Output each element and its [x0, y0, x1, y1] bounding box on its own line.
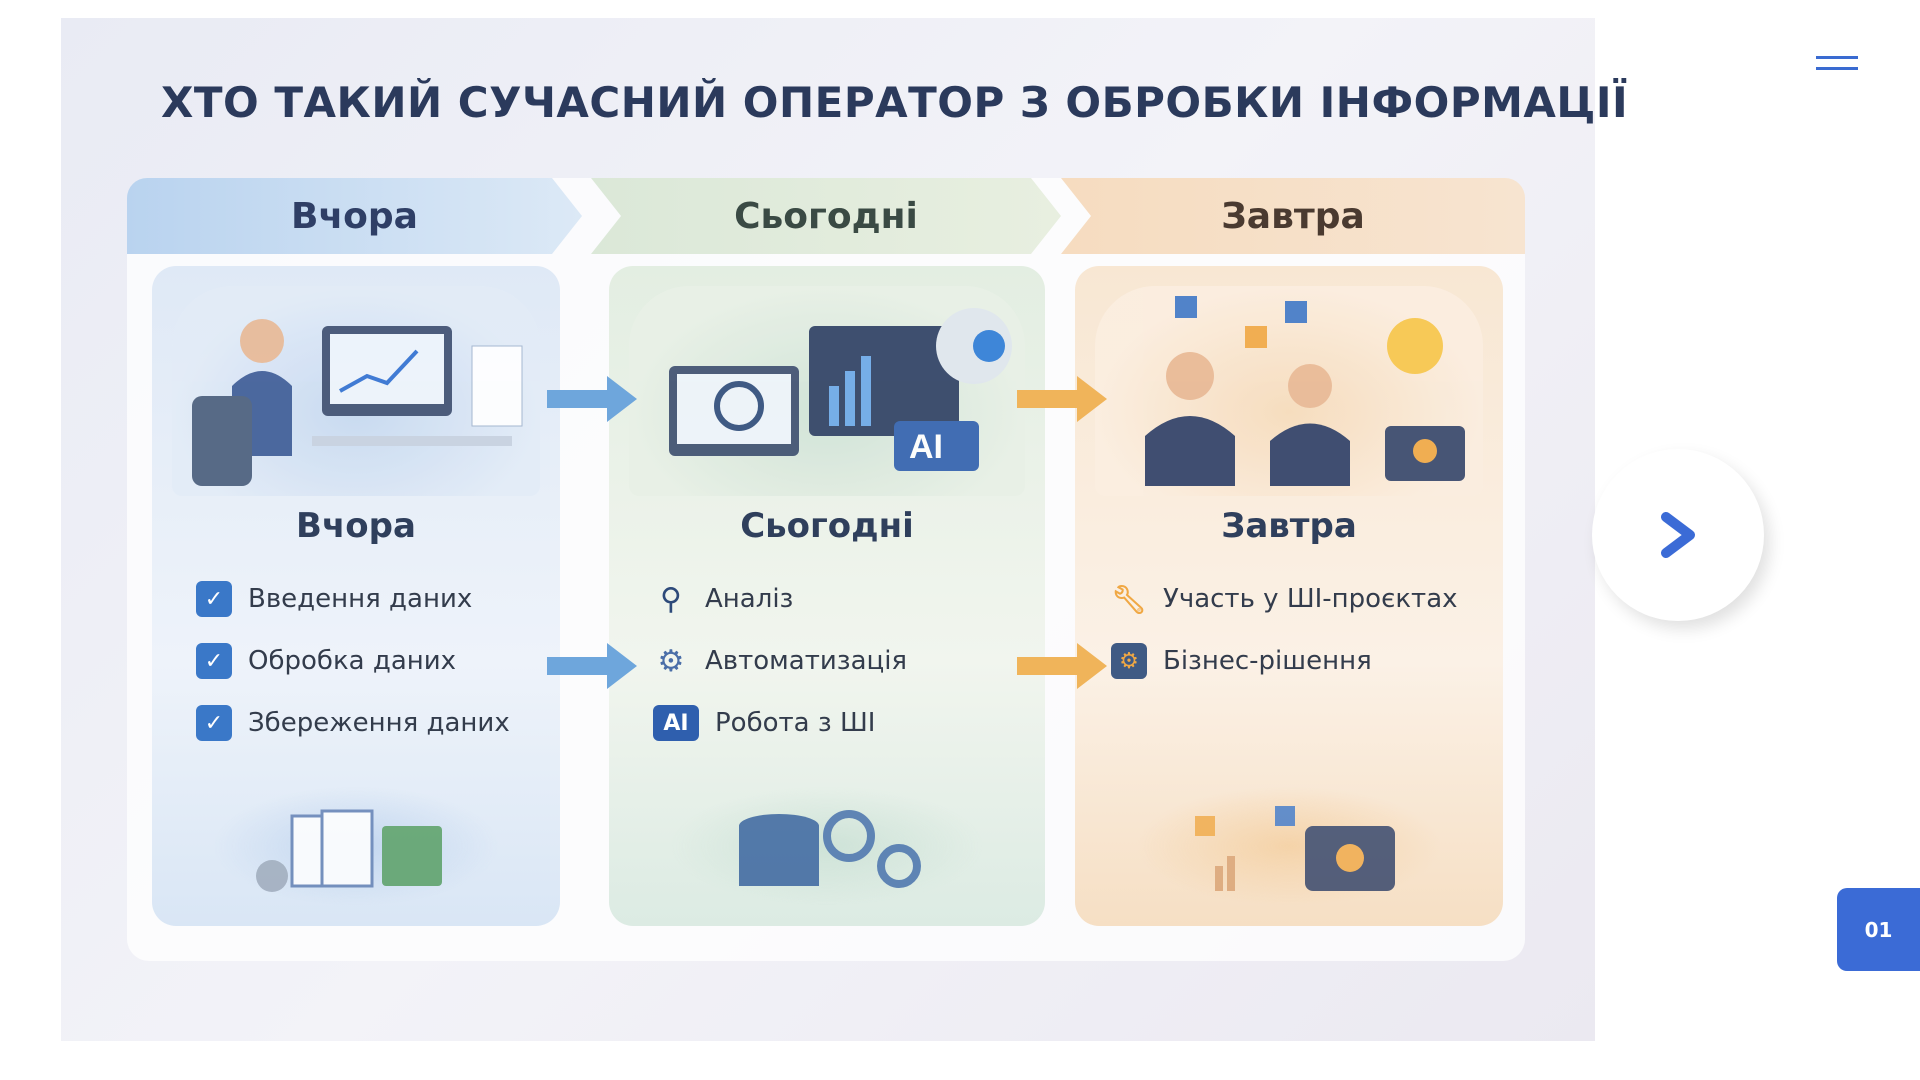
- ai-analytics-illustration: AI: [629, 286, 1025, 496]
- column-yesterday: Вчора Вчора ✓ Введення даних ✓ Обробка дан…: [127, 178, 582, 961]
- column-header: Завтра: [1061, 178, 1525, 254]
- arrow-right-icon: [1017, 643, 1107, 689]
- magnifier-icon: ⚲: [660, 581, 682, 617]
- wrench-icon: 🔧︎: [1111, 582, 1147, 616]
- arrow-right-icon: [1017, 376, 1107, 422]
- item-label: Участь у ШІ-проєктах: [1163, 584, 1458, 614]
- briefcase-gears-icon: ⚙: [1111, 643, 1147, 679]
- menu-button[interactable]: [1816, 56, 1858, 70]
- computer-icon: [192, 319, 523, 486]
- item-label: Збереження даних: [248, 708, 510, 738]
- business-team-illustration: [1095, 286, 1483, 496]
- list-item: AI Робота з ШІ: [653, 705, 875, 741]
- svg-text:AI: AI: [909, 428, 943, 466]
- business-chart-illustration: [1135, 786, 1443, 906]
- checkbox-icon: ✓: [196, 705, 232, 741]
- documents-folder-illustration: [212, 786, 500, 906]
- column-subtitle: Сьогодні: [740, 506, 914, 546]
- column-header: Сьогодні: [591, 178, 1061, 254]
- item-label: Обробка даних: [248, 646, 457, 676]
- column-subtitle: Вчора: [296, 506, 416, 546]
- office-worker-illustration: [172, 286, 540, 496]
- item-label: Аналіз: [705, 584, 794, 614]
- page-number-badge: 01: [1837, 888, 1920, 971]
- slide-title: ХТО ТАКИЙ СУЧАСНИЙ ОПЕРАТОР З ОБРОБКИ ІН…: [161, 78, 1629, 127]
- list-item: ⚲ Аналіз: [653, 581, 793, 617]
- column-today: Сьогодні AI Сьогодні ⚲ Аналіз ⚙ Автоматиза…: [591, 178, 1061, 961]
- column-header: Вчора: [127, 178, 582, 254]
- checkbox-icon: ✓: [196, 643, 232, 679]
- list-item: ⚙ Автоматизація: [653, 643, 908, 679]
- arrow-right-icon: [547, 643, 637, 689]
- checkbox-icon: ✓: [196, 581, 232, 617]
- column-card: Вчора ✓ Введення даних ✓ Обробка даних ✓ Зб…: [152, 266, 560, 926]
- gears-icon: ⚙: [657, 643, 685, 679]
- list-item: ✓ Введення даних: [196, 581, 472, 617]
- column-card: Завтра 🔧︎ Участь у ШІ-проєктах ⚙ Бізнес-рі…: [1075, 266, 1503, 926]
- list-item: ✓ Збереження даних: [196, 705, 510, 741]
- chevron-right-icon: [1661, 512, 1695, 558]
- column-subtitle: Завтра: [1221, 506, 1357, 546]
- slide-image: ХТО ТАКИЙ СУЧАСНИЙ ОПЕРАТОР З ОБРОБКИ ІН…: [61, 18, 1629, 1041]
- item-label: Робота з ШІ: [715, 708, 876, 738]
- next-slide-button[interactable]: [1592, 449, 1764, 621]
- ai-icon: AI: [653, 705, 699, 741]
- list-item: 🔧︎ Участь у ШІ-проєктах: [1111, 581, 1458, 617]
- item-label: Автоматизація: [705, 646, 908, 676]
- item-label: Бізнес-рішення: [1163, 646, 1372, 676]
- list-item: ✓ Обробка даних: [196, 643, 456, 679]
- column-tomorrow: Завтра Завтра 🔧︎ Участь у ШІ-проєктах ⚙ Бі…: [1061, 178, 1525, 961]
- column-card: AI Сьогодні ⚲ Аналіз ⚙ Автоматизація AI Роб…: [609, 266, 1045, 926]
- arrow-right-icon: [547, 376, 637, 422]
- database-gears-illustration: [669, 786, 985, 906]
- comparison-panel: Вчора Вчора ✓ Введення даних ✓ Обробка дан…: [127, 178, 1525, 961]
- list-item: ⚙ Бізнес-рішення: [1111, 643, 1372, 679]
- item-label: Введення даних: [248, 584, 473, 614]
